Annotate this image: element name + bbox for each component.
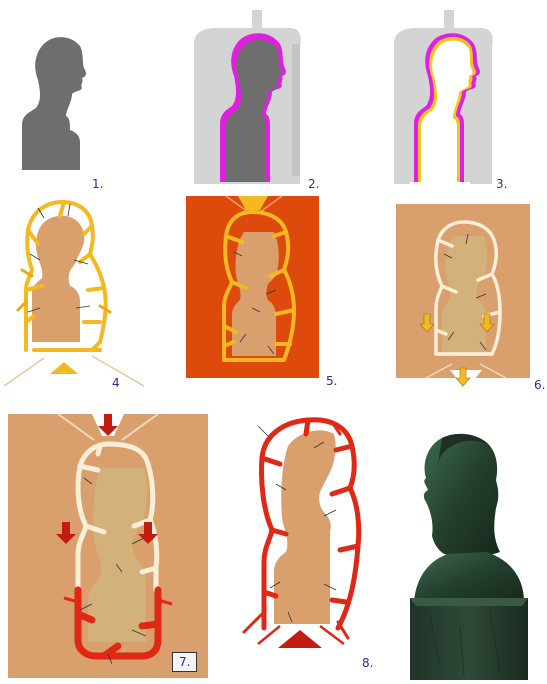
step-6-label: 6. xyxy=(534,378,545,392)
step-8-label: 8. xyxy=(362,656,373,670)
step-8-bronze-cast-diagram xyxy=(228,412,398,678)
step-7-panel: 7. xyxy=(8,414,208,678)
step-4-sprue-diagram xyxy=(4,190,144,390)
step-2-mold-diagram xyxy=(180,4,340,196)
step-1-sculpture xyxy=(0,20,120,195)
step-5-panel: 5. xyxy=(186,196,346,392)
step-7-label: 7. xyxy=(172,652,197,672)
step-1-label: 1. xyxy=(92,177,103,191)
step-6-panel: 6. xyxy=(396,204,547,396)
bronze-bust-image xyxy=(400,426,540,684)
step-6-burnout-diagram xyxy=(396,204,547,396)
step-3-label: 3. xyxy=(496,177,507,191)
bronze-bust-photo xyxy=(400,426,540,684)
step-2-label: 2. xyxy=(308,177,319,191)
step-5-investment-diagram xyxy=(186,196,346,392)
step-2-panel: 2. xyxy=(180,4,340,196)
step-3-panel: 3. xyxy=(380,4,540,196)
step-4-label: 4 xyxy=(112,376,120,390)
step-1-panel: 1. xyxy=(0,20,120,195)
step-4-panel: 4 xyxy=(4,190,144,390)
step-7-pouring-diagram xyxy=(8,414,208,678)
step-3-wax-shell-diagram xyxy=(380,4,540,196)
step-8-panel: 8. xyxy=(228,412,398,678)
step-5-label: 5. xyxy=(326,374,337,388)
